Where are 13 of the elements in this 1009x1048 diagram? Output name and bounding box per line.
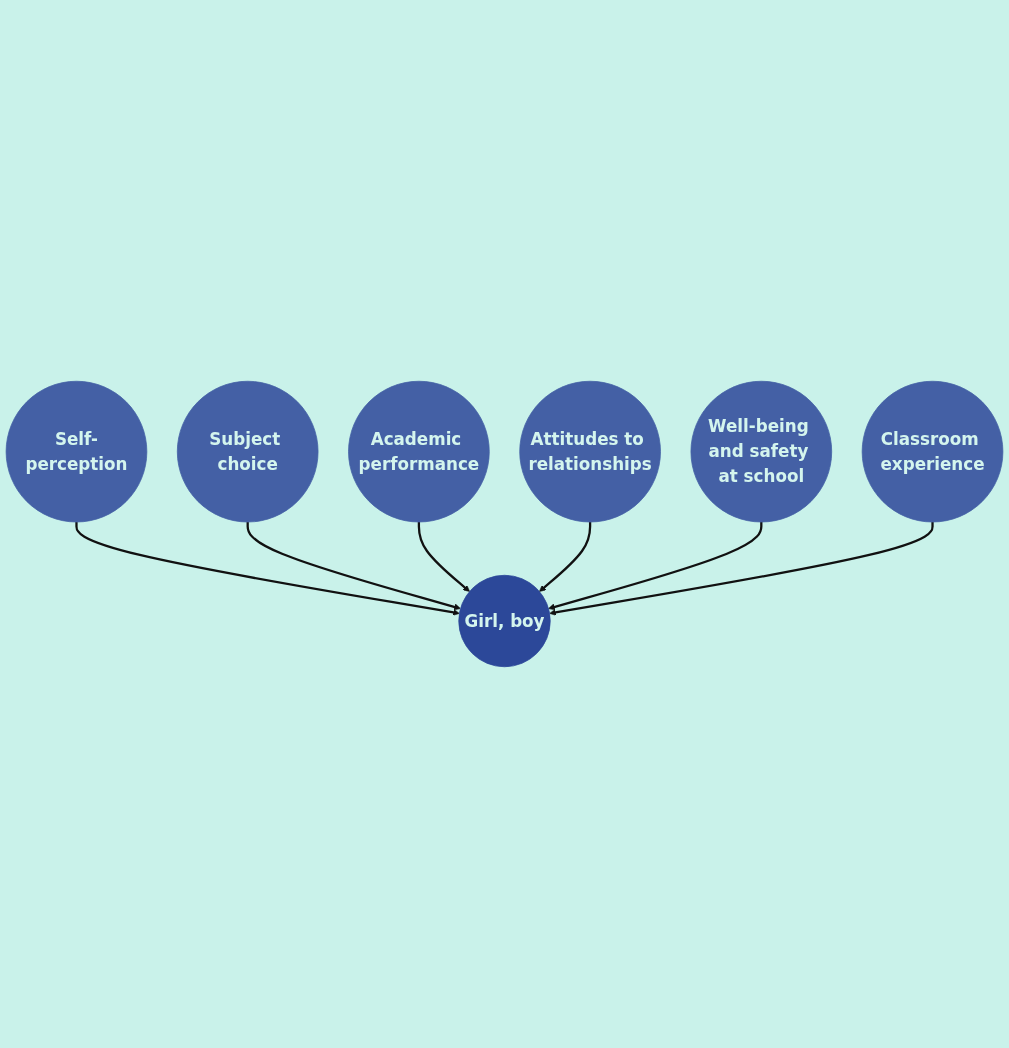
arrow [539,522,592,592]
arrow [549,522,934,616]
node-circle: Self-perception [5,380,148,523]
arrow [75,522,460,616]
arrow [246,522,461,611]
node-circle: Girl, boy [458,574,551,668]
node-circle: Subject choice [176,380,319,523]
node-circle: Classroom experience [861,380,1004,523]
node-circle: Academic performance [348,380,490,523]
node-circle: Attitudes to relationships [519,380,661,523]
arrow [417,522,470,592]
node-circle: Well-being and safety at school [690,380,833,523]
arrow [548,522,763,611]
